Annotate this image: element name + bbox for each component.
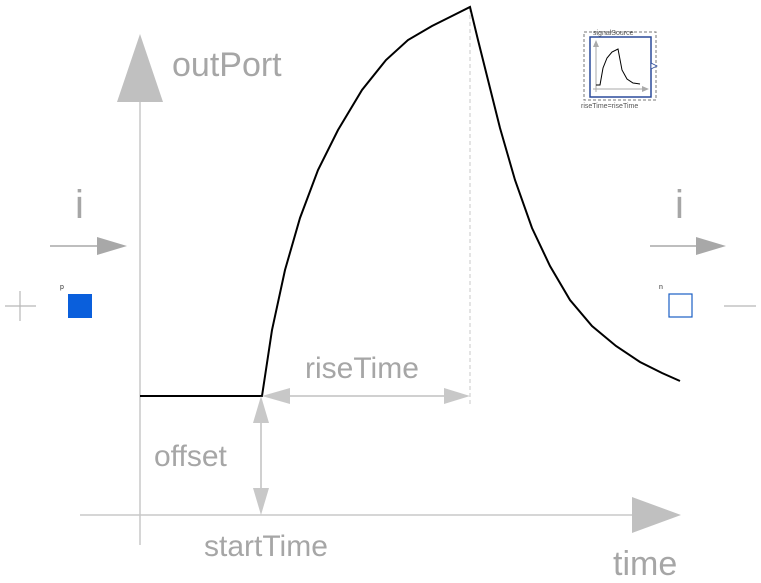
mini-y-arrowhead: [593, 40, 599, 47]
rise-time-label: riseTime: [305, 352, 419, 385]
component-body: [589, 36, 652, 98]
pin-p[interactable]: [68, 294, 92, 318]
signal-source-component[interactable]: signalSource riseTime=riseTime: [581, 30, 658, 110]
component-caption: riseTime=riseTime: [581, 103, 638, 110]
signal-curve: [140, 5, 681, 397]
component-title: signalSource: [593, 30, 634, 37]
start-time-label: startTime: [204, 530, 328, 563]
rise-time-right-arrowhead: [444, 388, 470, 404]
x-axis-arrowhead: [632, 497, 681, 533]
pin-n[interactable]: [668, 293, 693, 318]
current-left-arrowhead: [97, 237, 127, 255]
mini-x-arrowhead: [642, 86, 649, 92]
pin-p-label: p: [60, 284, 64, 291]
mini-output-port-icon: [650, 62, 658, 70]
offset-bottom-arrowhead: [253, 488, 269, 515]
rise-time-left-arrowhead: [262, 388, 290, 404]
current-right-arrowhead: [696, 237, 726, 255]
plus-sign-icon: [5, 291, 36, 321]
mini-signal-curve: [596, 48, 641, 86]
current-right-label: i: [675, 183, 684, 227]
y-axis-label: outPort: [172, 46, 282, 84]
x-axis-label: time: [613, 545, 677, 583]
current-left-label: i: [75, 183, 84, 227]
y-axis-arrowhead: [117, 34, 163, 102]
offset-label: offset: [154, 440, 227, 473]
offset-top-arrowhead: [253, 396, 269, 423]
pin-n-label: n: [659, 284, 663, 291]
